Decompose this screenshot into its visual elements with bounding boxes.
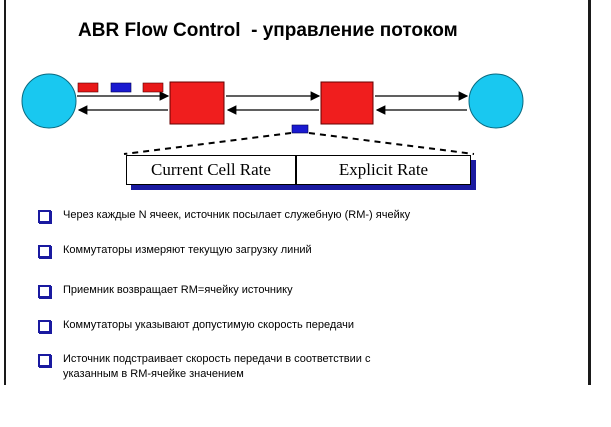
data-cell: [142, 82, 164, 93]
right-border-line: [588, 0, 591, 385]
list-item: Коммутаторы указывают допустимую скорост…: [38, 318, 354, 333]
destination-end-system: [468, 73, 524, 129]
switch-1: [169, 81, 225, 125]
switch-2: [320, 81, 374, 125]
list-item: Источник подстраивает скорость передачи …: [38, 352, 370, 382]
rm-cell-zoom-line-right: [308, 132, 475, 155]
rm-cell: [110, 82, 132, 93]
source-end-system: [21, 73, 77, 129]
rm-cell-expanded: [291, 124, 309, 134]
data-cell: [77, 82, 99, 93]
list-item: Приемник возвращает RM=ячейку источнику: [38, 283, 293, 298]
current-cell-rate-field: Current Cell Rate: [126, 155, 296, 185]
list-item: Через каждые N ячеек, источник посылает …: [38, 208, 410, 223]
slide-title: ABR Flow Control - управление потоком: [78, 20, 458, 41]
square-bullet-icon: [38, 210, 51, 223]
explicit-rate-field: Explicit Rate: [296, 155, 471, 185]
square-bullet-icon: [38, 285, 51, 298]
square-bullet-icon: [38, 245, 51, 258]
left-border-line: [4, 0, 6, 385]
abr-flow-diagram: [21, 73, 524, 155]
square-bullet-icon: [38, 320, 51, 333]
square-bullet-icon: [38, 354, 51, 367]
list-item: Коммутаторы измеряют текущую загрузку ли…: [38, 243, 312, 258]
